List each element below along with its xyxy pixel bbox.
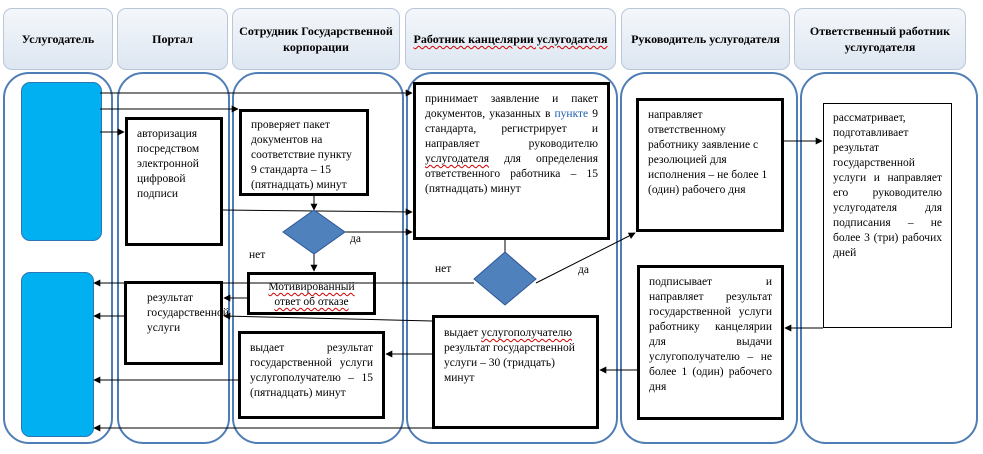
header-portal: Портал	[117, 8, 228, 70]
start-block	[21, 82, 102, 241]
decision-diamond-2	[473, 251, 537, 306]
standard-link[interactable]: пункте	[554, 108, 589, 120]
box-head-sign: подписывает и направляет результат госуд…	[637, 265, 784, 420]
box-gk-issue: выдает результат государственной услуги …	[238, 331, 385, 419]
box-responsible-prepare-text: рассматривает, подготавливает результат …	[833, 112, 942, 259]
header-office-worker: Работник канцелярии услугодателя	[405, 8, 616, 70]
header-state-corporation: Сотрудник Государственной корпорации	[232, 8, 400, 70]
header-service-provider: Услугодатель	[3, 8, 113, 70]
arrow-decision2-yes	[535, 232, 636, 284]
box-gk-refusal-text: Мотивированный ответ об отказе	[268, 281, 355, 308]
box-gk-issue-text: выдает результат государственной услуги …	[250, 342, 373, 399]
decision1-no-label: нет	[249, 249, 266, 261]
decision-diamond-1	[282, 209, 346, 255]
box-office-issue: выдает услугополучателю результат госуда…	[432, 315, 599, 429]
box-gk-refusal: Мотивированный ответ об отказе	[247, 272, 376, 315]
header-office-worker-label: Работник канцелярии услугодателя	[413, 32, 608, 46]
end-block	[21, 272, 94, 437]
box-office-accept-text: принимает заявление и пакет документов, …	[425, 93, 599, 195]
box-portal-result-text: результат государственной услуги	[147, 292, 229, 334]
arrow-portal-to-office	[222, 208, 413, 216]
box-head-sign-text: подписывает и направляет результат госуд…	[649, 276, 772, 393]
box-portal-auth: авторизация посредством электронной цифр…	[125, 117, 223, 246]
box-gk-check: проверяет пакет документов на соответств…	[239, 109, 369, 196]
decision2-yes-label: да	[578, 264, 589, 276]
arrow-office-to-portal	[223, 312, 433, 322]
box-office-issue-text: выдает услугополучателю результат госуда…	[444, 327, 575, 384]
header-responsible: Ответственный работник услугодателя	[794, 8, 966, 70]
box-office-accept: принимает заявление и пакет документов, …	[413, 82, 610, 240]
box-portal-auth-text: авторизация посредством электронной цифр…	[137, 128, 200, 200]
decision1-yes-label: да	[350, 233, 361, 245]
box-head-direct: направляет ответственному работнику заяв…	[636, 98, 784, 232]
box-responsible-prepare: рассматривает, подготавливает результат …	[823, 103, 952, 328]
decision2-no-label: нет	[435, 263, 452, 275]
header-head: Руководитель услугодателя	[621, 8, 790, 70]
box-head-direct-text: направляет ответственному работнику заяв…	[648, 109, 768, 196]
box-gk-check-text: проверяет пакет документов на соответств…	[251, 119, 352, 191]
